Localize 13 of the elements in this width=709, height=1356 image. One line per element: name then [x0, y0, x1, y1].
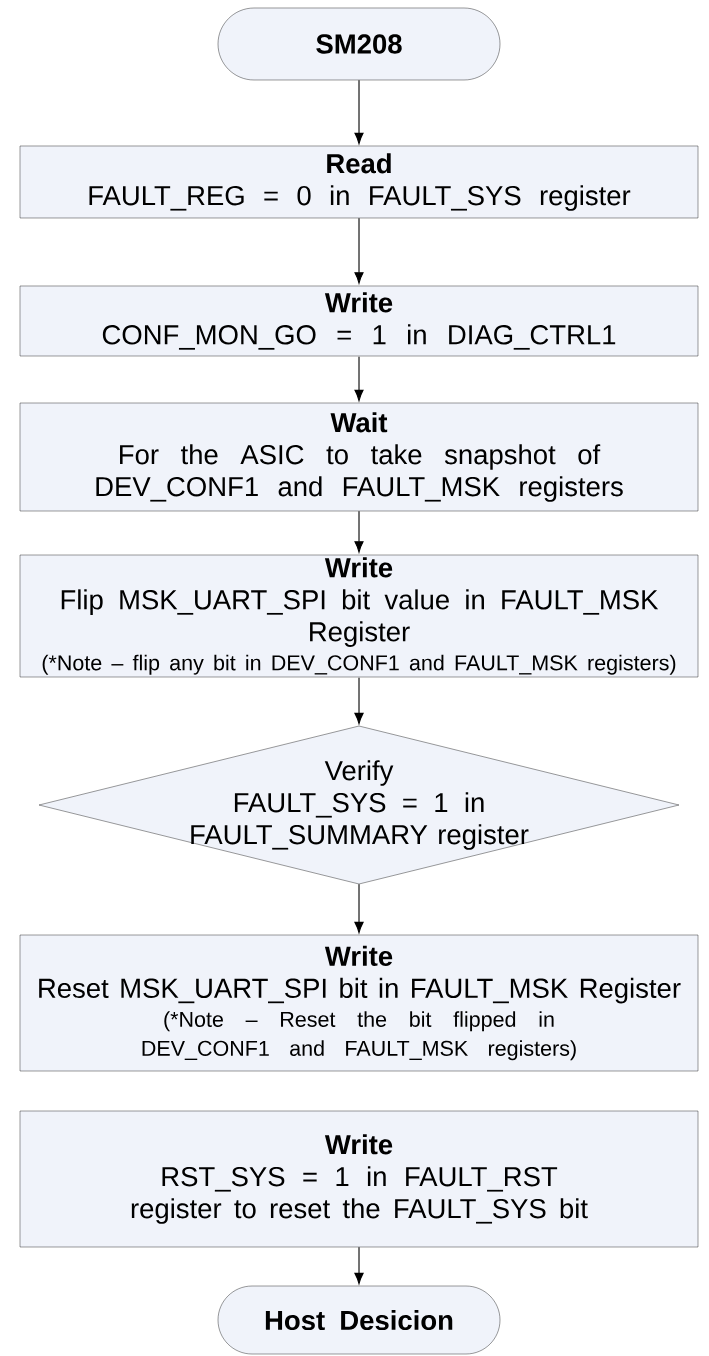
process-box: Write RST_SYS = 1 in FAULT_RST register to reset the FAULT_SYS bit [19, 1110, 699, 1248]
process-box: Write Flip MSK_UART_SPI bit value in FAULT_MSK Register (*Note – flip any bit in DEV_CONF1 and FAULT_MSK registers) [19, 554, 699, 678]
process-box: Write CONF_MON_GO = 1 in DIAG_CTRL1 [19, 285, 699, 357]
arrow [354, 356, 364, 402]
arrow [354, 677, 364, 725]
arrow [354, 883, 364, 934]
arrow [354, 79, 364, 145]
arrow [354, 510, 364, 553]
arrow [354, 217, 364, 284]
arrow [354, 1246, 364, 1285]
process-box: Write Reset MSK_UART_SPI bit in FAULT_MSK Register (*Note – Reset the bit flipped in DEV_CONF1 and FAULT_MSK registers) [19, 934, 699, 1072]
process-box: Wait For the ASIC to take snapshot of DEV_CONF1 and FAULT_MSK registers [19, 402, 699, 512]
process-box: Read FAULT_REG = 0 in FAULT_SYS register [19, 145, 699, 219]
